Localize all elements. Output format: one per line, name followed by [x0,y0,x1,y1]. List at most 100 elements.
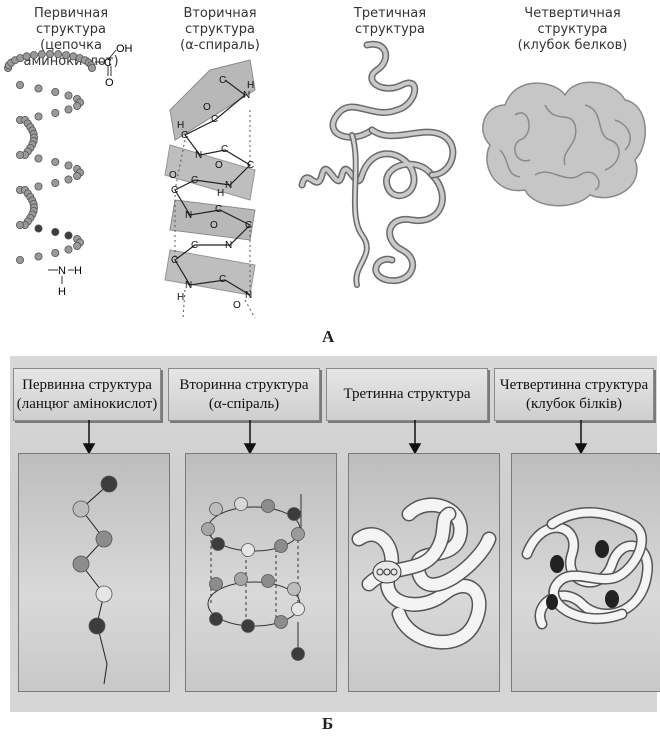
amino-acid-bead [261,499,275,513]
chain-h-label-1: H [74,265,82,277]
amino-acid-bead [72,555,90,573]
caption-quaternary: Четвертичная структура (клубок белков) [517,6,628,53]
amino-acid-bead [37,50,46,59]
amino-acid-beads [72,475,118,635]
helix-atom-label: C [171,255,178,266]
quaternary-tangle [521,506,653,630]
amino-acid-bead [72,500,90,518]
amino-acid-bead [64,231,73,240]
tertiary-structure-ribbon [298,40,457,288]
chain-c-label: C [104,57,112,69]
amino-acid-bead [234,497,248,511]
amino-acid-bead [64,91,73,100]
arrow-down-icon [243,420,257,454]
chain-o-label: O [105,77,114,89]
amino-acid-bead [201,522,215,536]
amino-acid-bead [54,50,63,59]
amino-acid-bead [29,51,38,60]
primary-chain-beads [72,475,118,685]
helix-atom-label: O [203,102,211,113]
amino-acid-bead [209,612,223,626]
amino-acid-bead [15,151,24,160]
amino-acid-bead [209,502,223,516]
header-arrows [82,420,588,454]
amino-acid-bead [34,154,43,163]
amino-acid-bead [234,572,248,586]
subunit-markers [546,540,619,610]
helix-atom-label: H [247,80,254,91]
amino-acid-bead [274,539,288,553]
helix-atom-label: N [243,90,250,101]
chain-n-label: N [58,265,66,277]
helix-atom-label: N [245,290,252,301]
panel-b-letter: Б [322,714,334,733]
helix-atom-label: N [185,280,192,291]
amino-acid-bead [51,88,60,97]
helix-atom-label: C [215,204,222,215]
amino-acid-bead [291,527,305,541]
amino-acid-bead [15,81,24,90]
amino-acid-bead [95,530,113,548]
amino-acid-bead [64,245,73,254]
amino-acid-beads [4,49,97,264]
header-tertiary: Третинна структура [326,368,488,421]
header-secondary: Вторинна структура (α-спіраль) [168,368,320,421]
helix-atom-label: C [211,114,218,125]
chain-oh-label: OH [116,43,133,55]
amino-acid-bead [51,248,60,257]
amino-acid-bead [51,178,60,187]
helix-atom-label: C [245,220,252,231]
amino-acid-bead [241,619,255,633]
amino-acid-bead [209,577,223,591]
helix-atom-label: H [177,292,184,303]
amino-acid-bead [291,647,305,661]
helix-atom-label: C [219,75,226,86]
header-quaternary: Четвертинна структура (клубок білків) [494,368,654,421]
card-quaternary [511,453,660,692]
protein-cluster [482,81,646,207]
amino-acid-bead [100,475,118,493]
card-secondary [185,453,337,692]
amino-acid-bead [34,84,43,93]
helix-atom-label: N [225,180,232,191]
quaternary-structure-cluster [482,81,646,207]
helix-atom-label: C [191,240,198,251]
helix-ribbon [164,59,256,296]
panel-b: Первинна структура (ланцюг амінокислот) … [10,356,660,712]
arrow-down-icon [82,420,96,454]
amino-acid-bead [287,582,301,596]
amino-acid-bead [15,220,24,229]
helix-atom-label: C [219,274,226,285]
amino-acid-bead [287,507,301,521]
amino-acid-bead [88,617,106,635]
amino-acid-bead [22,52,31,61]
amino-acid-bead [34,112,43,121]
chain-h-label-2: H [58,286,66,298]
helix-atom-label: C [247,160,254,171]
panel-a-letter: А [322,327,335,346]
amino-acid-bead [34,252,43,261]
helix-atom-label: H [217,188,224,199]
card-tertiary [348,453,500,692]
amino-acid-bead [51,158,60,167]
amino-acid-bead [15,255,24,264]
header-primary: Первинна структура (ланцюг амінокислот) [13,368,161,421]
tertiary-tube [351,497,497,650]
amino-acid-bead [64,105,73,114]
amino-acid-bead [34,224,43,233]
amino-acid-bead [73,171,82,180]
secondary-coil-beads [201,494,305,661]
amino-acid-bead [95,585,113,603]
caption-secondary: Вторичная структура (α-спираль) [180,6,260,53]
amino-acid-bead [51,227,60,236]
helix-atom-label: C [221,144,228,155]
tertiary-ribbon [298,40,457,288]
amino-acid-bead [51,109,60,118]
amino-acid-bead [274,615,288,629]
amino-acid-bead [64,161,73,170]
arrow-down-icon [408,420,422,454]
primary-structure-chain: C OH O N H H [4,43,133,298]
amino-acid-bead [73,102,82,111]
